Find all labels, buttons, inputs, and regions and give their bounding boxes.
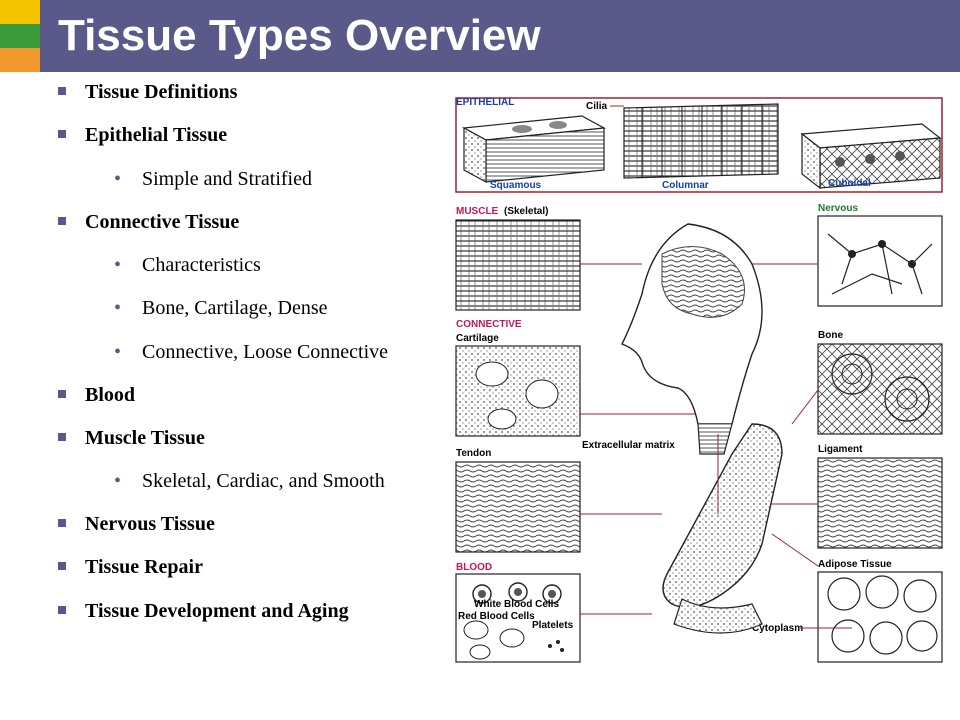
cytoplasm-label: Cytoplasm — [752, 623, 803, 634]
dot-bullet-icon: • — [114, 168, 122, 190]
tendon-drawing — [455, 461, 581, 553]
squamous-epithelium-drawing — [462, 115, 606, 184]
bullet-item: Epithelial Tissue — [58, 123, 227, 147]
bullet-item: Tissue Development and Aging — [58, 599, 349, 623]
bullet-item: Blood — [58, 383, 135, 407]
cilia-label: Cilia — [586, 101, 608, 112]
bullet-item: Nervous Tissue — [58, 512, 215, 536]
bullet-item: Muscle Tissue — [58, 426, 205, 450]
sub-bullet-item: •Connective, Loose Connective — [114, 341, 389, 363]
bone-label: Bone — [818, 330, 843, 341]
nervous-tissue-drawing — [817, 215, 943, 307]
connective-label: CONNECTIVE — [456, 319, 522, 330]
blood-label: BLOOD — [456, 562, 492, 573]
accent-block-yellow — [0, 0, 40, 24]
platelets-label: Platelets — [532, 620, 574, 631]
bullet-item: Connective Tissue — [58, 210, 239, 234]
bullet-item: Tissue Repair — [58, 555, 203, 579]
squamous-label: Squamous — [490, 180, 542, 191]
square-bullet-icon — [58, 433, 66, 442]
dot-bullet-icon: • — [114, 470, 122, 492]
sub-bullet-item: •Bone, Cartilage, Dense — [114, 297, 328, 319]
square-bullet-icon — [58, 217, 66, 226]
square-bullet-icon — [58, 562, 66, 571]
slide-title: Tissue Types Overview — [58, 11, 541, 60]
square-bullet-icon — [58, 606, 66, 615]
nervous-label: Nervous — [818, 203, 858, 214]
accent-block-green — [0, 24, 40, 48]
ligament-drawing — [817, 457, 943, 549]
title-bar: Tissue Types Overview — [40, 0, 960, 72]
epithelial-label: EPITHELIAL — [456, 97, 514, 108]
bone-tissue-drawing — [817, 343, 943, 435]
columnar-epithelium-drawing — [623, 103, 779, 179]
extracellular-matrix-label: Extracellular matrix — [582, 440, 675, 451]
accent-block-orange — [0, 48, 40, 72]
sub-bullet-item: •Characteristics — [114, 254, 261, 276]
muscle-label: MUSCLE — [456, 206, 499, 217]
square-bullet-icon — [58, 130, 66, 139]
dot-bullet-icon: • — [114, 254, 122, 276]
ligament-label: Ligament — [818, 444, 863, 455]
tissue-types-illustration: EPITHELIAL Squamous Cilia Columnar Cuboi… — [455, 97, 943, 663]
human-figure-drawing — [621, 223, 783, 634]
tendon-label: Tendon — [456, 448, 491, 459]
square-bullet-icon — [58, 519, 66, 528]
cuboidal-label: Cuboidal — [828, 178, 871, 189]
blood-cells-drawing — [455, 573, 581, 663]
adipose-tissue-label: Adipose Tissue — [818, 559, 892, 570]
dot-bullet-icon: • — [114, 341, 122, 363]
dot-bullet-icon: • — [114, 297, 122, 319]
cartilage-drawing — [455, 345, 581, 437]
skeletal-muscle-drawing — [455, 219, 581, 311]
bullet-item: Tissue Definitions — [58, 80, 237, 104]
cuboidal-epithelium-drawing — [800, 123, 942, 190]
sub-bullet-item: •Skeletal, Cardiac, and Smooth — [114, 470, 385, 492]
sub-bullet-item: •Simple and Stratified — [114, 168, 312, 190]
adipose-tissue-drawing — [817, 571, 943, 663]
square-bullet-icon — [58, 87, 66, 96]
columnar-label: Columnar — [662, 180, 709, 191]
epithelial-frame — [455, 97, 943, 193]
cartilage-label: Cartilage — [456, 333, 499, 344]
skeletal-label: (Skeletal) — [504, 206, 548, 217]
red-blood-cells-label: Red Blood Cells — [458, 611, 535, 622]
white-blood-cells-label: White Blood Cells — [474, 599, 559, 610]
square-bullet-icon — [58, 390, 66, 399]
